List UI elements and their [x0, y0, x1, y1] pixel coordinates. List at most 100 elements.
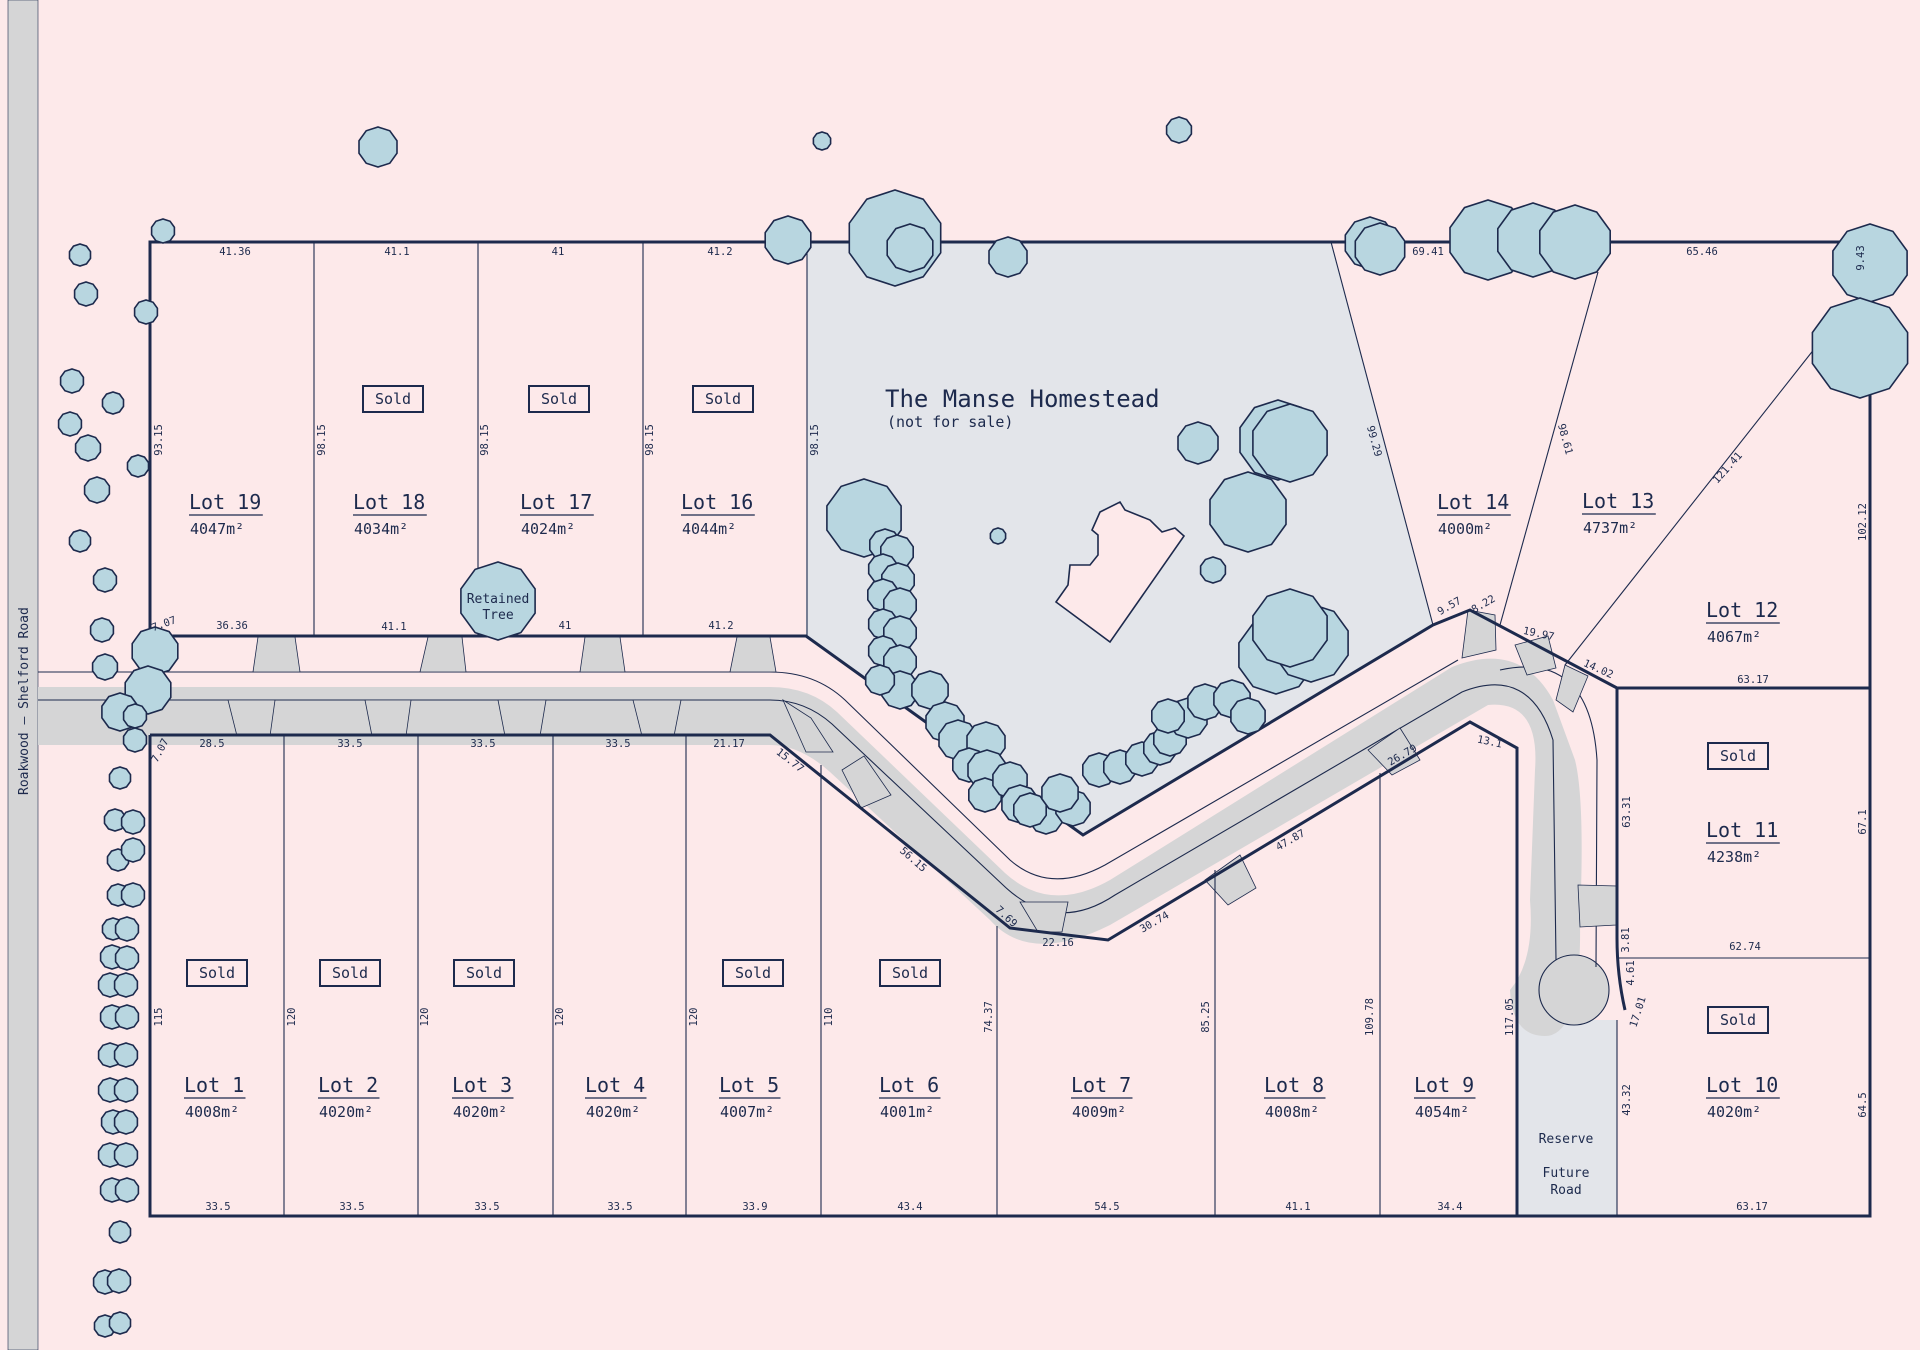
tree-icon [114, 1177, 140, 1203]
dimension-label: 43.32 [1621, 1084, 1633, 1116]
tree-icon [1041, 773, 1079, 813]
dimension-label: 41.1 [384, 246, 409, 258]
tree-icon [1252, 588, 1328, 668]
homestead-building [1054, 500, 1186, 644]
lot-name: Lot 8 [1264, 1073, 1324, 1097]
dimension-label: 65.46 [1686, 246, 1718, 258]
dimension-label: 63.17 [1737, 674, 1769, 686]
tree-icon [113, 1142, 139, 1168]
dimension-label: 110 [823, 1008, 835, 1027]
main-road-label: Roakwood – Shelford Road [17, 607, 32, 795]
dimension-label: 33.5 [607, 1201, 632, 1213]
internal-road [38, 609, 1618, 1036]
tree-icon [106, 1268, 132, 1294]
lot-4[interactable]: Lot 4 4020m² [585, 1073, 647, 1121]
dimension-label: 33.5 [470, 738, 495, 750]
sold-badge-label: Sold [1720, 1011, 1756, 1029]
dimension-label: 4.61 [1625, 960, 1637, 985]
tree-icon [1354, 222, 1406, 276]
lot-area: 4008m² [1265, 1103, 1319, 1121]
dimension-label: 33.5 [339, 1201, 364, 1213]
dimension-label: 33.9 [742, 1201, 767, 1213]
dimension-label: 64.5 [1857, 1092, 1869, 1117]
lot-area: 4020m² [453, 1103, 507, 1121]
tree-icon [114, 1004, 140, 1030]
dimension-label: 41.36 [219, 246, 251, 258]
tree-icon [113, 1077, 139, 1103]
lot-area: 4067m² [1707, 628, 1761, 646]
dimension-label: 120 [286, 1008, 298, 1027]
lot-name: Lot 18 [353, 490, 425, 514]
lot-area: 4007m² [720, 1103, 774, 1121]
dimension-label: 22.16 [1042, 937, 1074, 949]
dimension-label: 13.1 [1476, 734, 1503, 751]
dimension-label: 98.15 [316, 424, 328, 456]
sold-badge [1707, 1006, 1769, 1034]
retained-tree-icon [460, 561, 536, 641]
sold-badge-label: Sold [199, 964, 235, 982]
dimension-label: 98.61 [1555, 422, 1575, 456]
dimension-label: 17.01 [1628, 995, 1649, 1029]
sold-badge [528, 385, 590, 413]
tree-icon [358, 126, 398, 168]
tree-icon [74, 434, 102, 462]
dimension-label: 85.25 [1200, 1001, 1212, 1033]
dimension-label: 117.05 [1504, 998, 1516, 1036]
lot-8[interactable]: Lot 8 4008m² [1264, 1073, 1326, 1121]
tree-icon [122, 703, 148, 729]
dimension-label: 43.4 [897, 1201, 922, 1213]
lot-3[interactable]: Lot 3 4020m² Sold [452, 959, 515, 1121]
tree-icon [1177, 421, 1219, 465]
lot-name: Lot 19 [189, 490, 261, 514]
tree-icon [59, 368, 85, 394]
lot-area: 4737m² [1583, 519, 1637, 537]
lot-name: Lot 3 [452, 1073, 512, 1097]
sold-badge [453, 959, 515, 987]
dimension-label: 62.74 [1729, 941, 1761, 953]
tree-icon [108, 766, 132, 790]
lot-name: Lot 4 [585, 1073, 645, 1097]
dimension-label: 54.5 [1094, 1201, 1119, 1213]
sold-badge [186, 959, 248, 987]
lot-area: 4008m² [185, 1103, 239, 1121]
tree-icon [68, 529, 92, 553]
sold-badge-label: Sold [466, 964, 502, 982]
dimension-label: 33.5 [474, 1201, 499, 1213]
tree-icon [114, 916, 140, 942]
tree-icon [113, 972, 139, 998]
lot-name: Lot 17 [520, 490, 592, 514]
dimension-label: 41.2 [707, 246, 732, 258]
sold-badge-label: Sold [1720, 747, 1756, 765]
lot-name: Lot 1 [184, 1073, 244, 1097]
dimension-label: 120 [554, 1008, 566, 1027]
sold-badge [722, 959, 784, 987]
main-road [7, 0, 39, 1350]
dimension-label: 115 [153, 1008, 165, 1027]
dimension-label: 33.5 [605, 738, 630, 750]
tree-icon [1230, 697, 1266, 735]
tree-icon [886, 223, 934, 273]
lot-area: 4020m² [586, 1103, 640, 1121]
lot-1[interactable]: Lot 1 4008m² Sold [184, 959, 248, 1121]
dimension-label: 74.37 [983, 1001, 995, 1033]
tree-icon [133, 299, 159, 325]
dimension-label: 121.41 [1711, 450, 1745, 486]
dimension-label: 34.4 [1437, 1201, 1462, 1213]
sold-badge-label: Sold [541, 390, 577, 408]
lot-name: Lot 2 [318, 1073, 378, 1097]
reserve-area [1517, 1020, 1617, 1216]
